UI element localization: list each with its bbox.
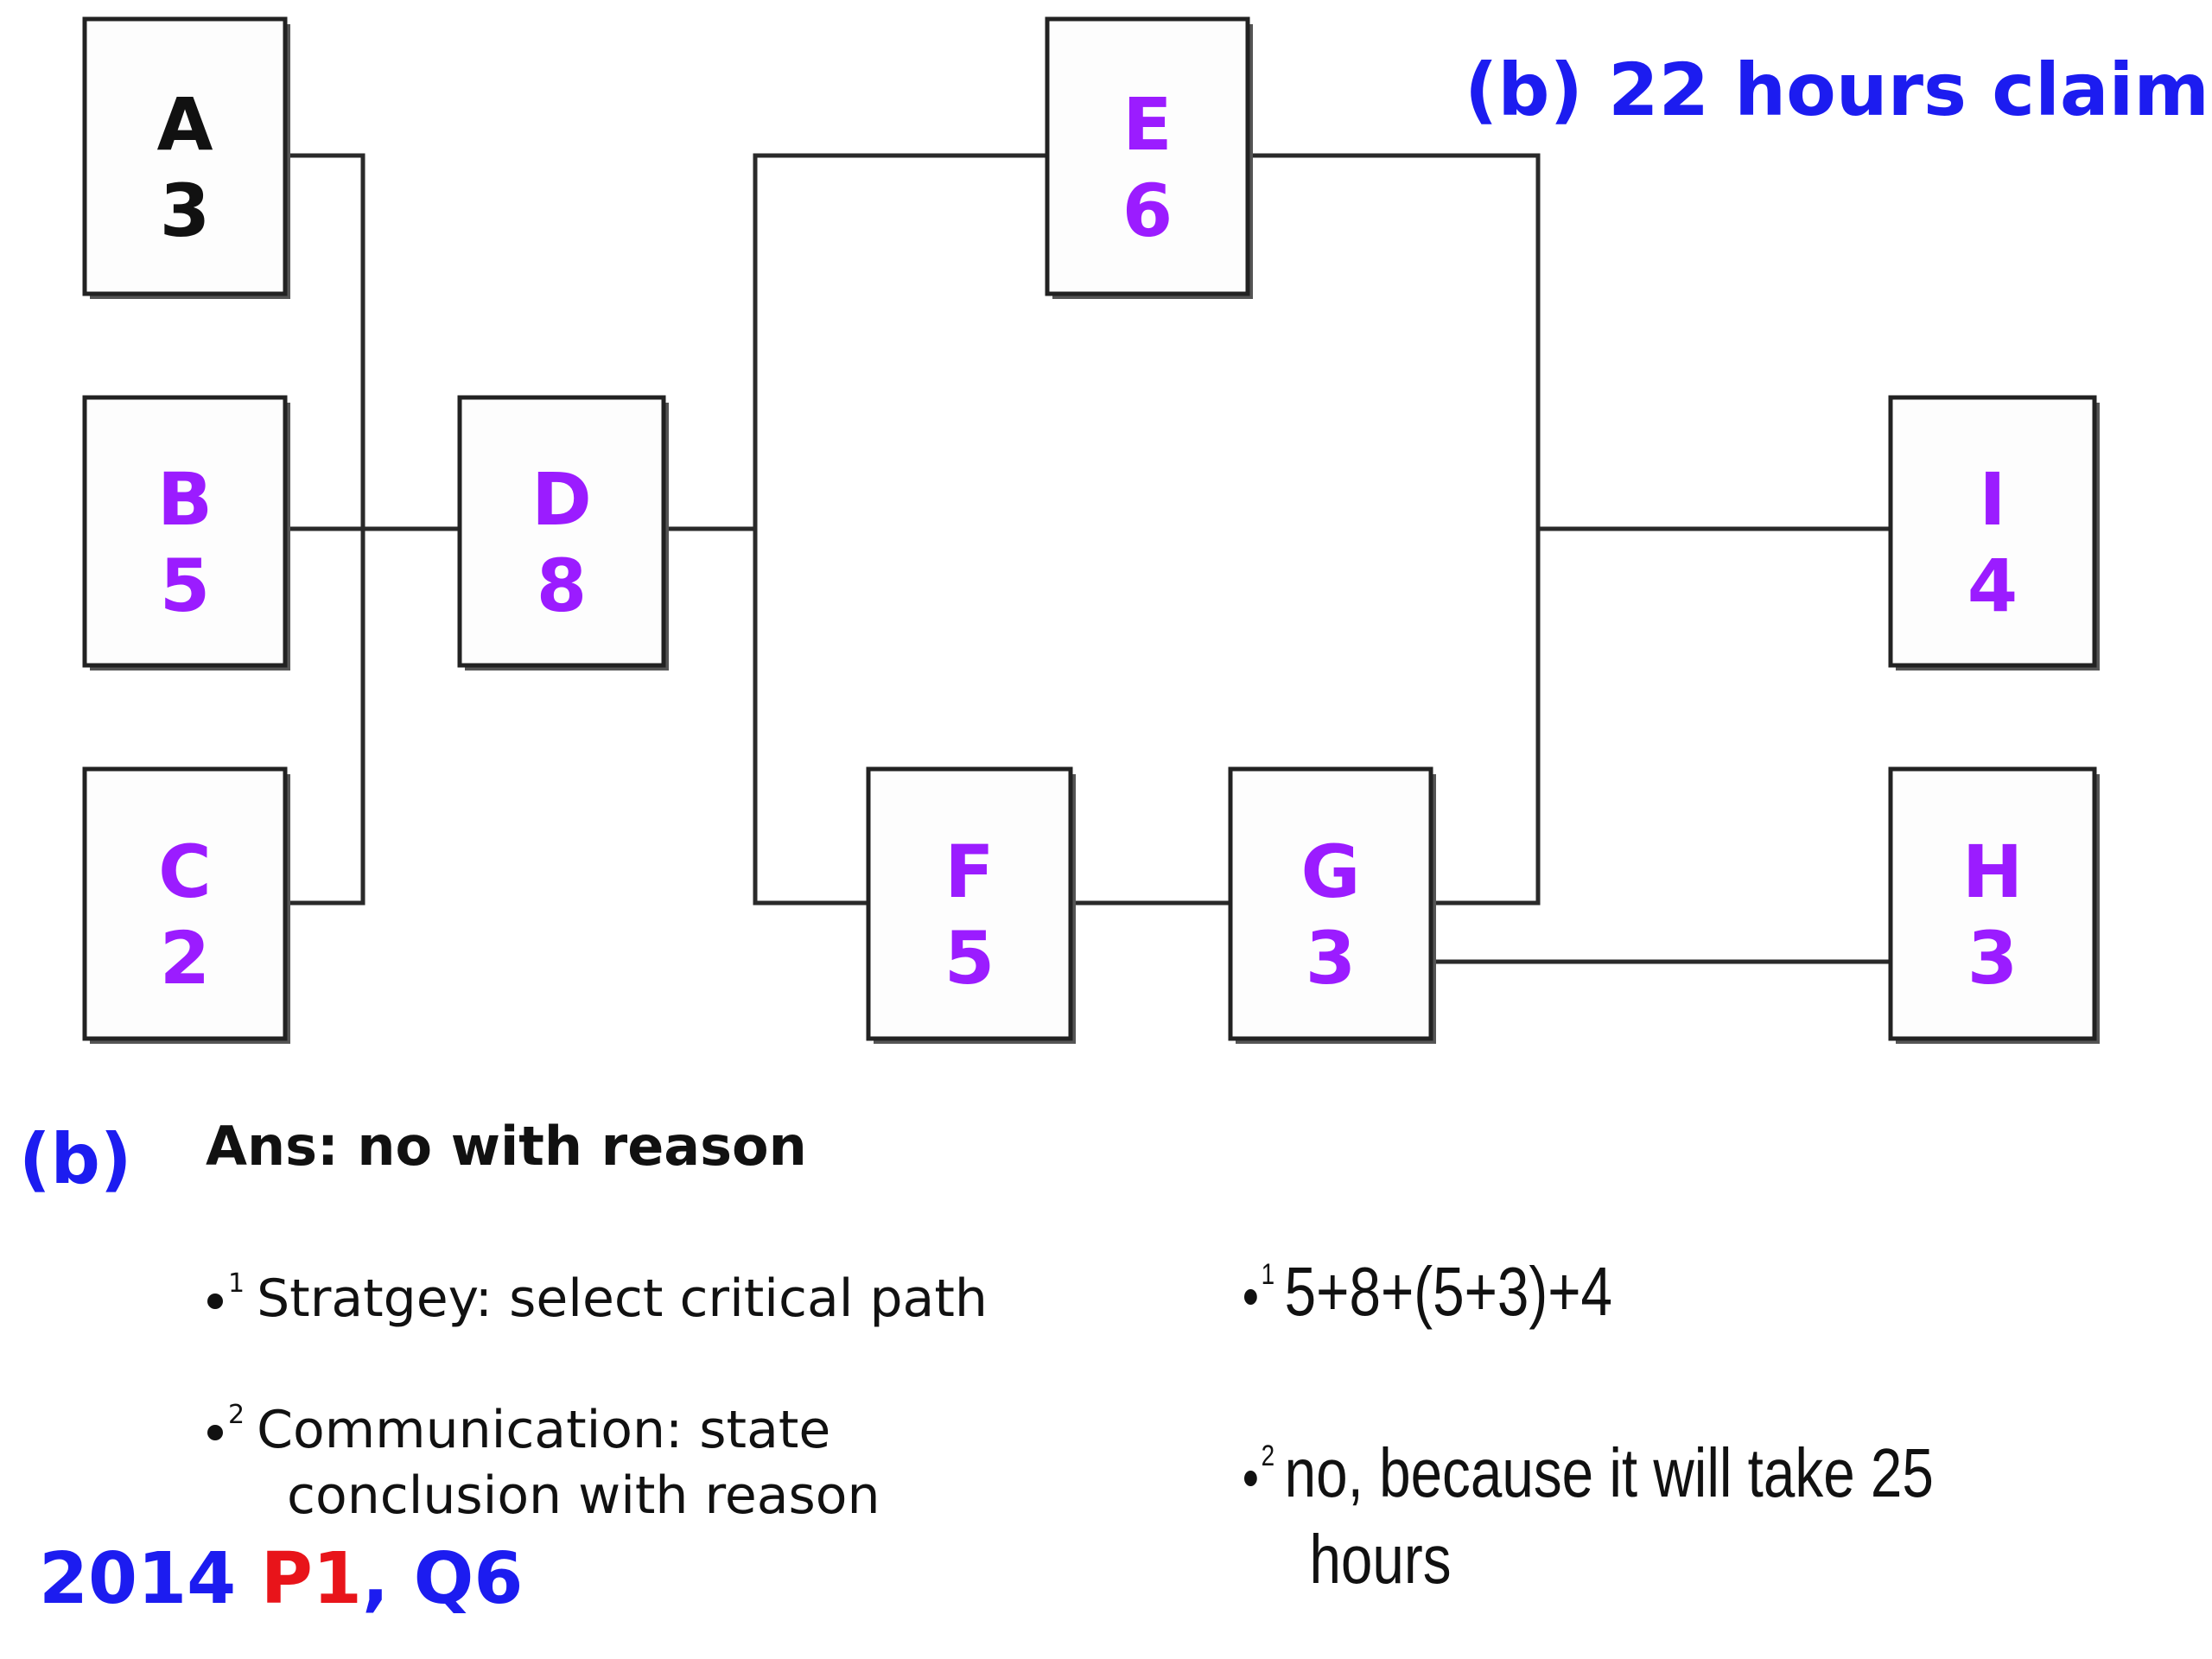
activity-node-f: F5 bbox=[866, 766, 1076, 1044]
connectors bbox=[283, 153, 1893, 964]
marking-number: 2 bbox=[1261, 1440, 1275, 1472]
node-duration: 5 bbox=[944, 916, 995, 1001]
activity-node-a: A3 bbox=[82, 16, 290, 299]
node-label: H bbox=[1962, 830, 2023, 914]
criterion-text: Communication: state bbox=[257, 1400, 831, 1460]
source-reference: 2014 P1, Q6 bbox=[39, 1538, 523, 1620]
node-label: I bbox=[1979, 457, 2005, 542]
criterion-number: 1 bbox=[228, 1268, 245, 1299]
node-label: F bbox=[944, 830, 994, 914]
criterion-number: 2 bbox=[228, 1400, 245, 1430]
marking-number: 1 bbox=[1261, 1258, 1275, 1291]
connector-line-4 bbox=[753, 153, 871, 906]
node-box bbox=[1228, 766, 1433, 1041]
activity-node-c: C2 bbox=[82, 766, 290, 1044]
activity-node-h: H3 bbox=[1888, 766, 2100, 1044]
node-box bbox=[866, 766, 1073, 1041]
node-duration: 8 bbox=[537, 543, 587, 628]
node-label: A bbox=[156, 82, 213, 167]
node-box bbox=[1888, 395, 2097, 668]
source-year: 2014 bbox=[39, 1538, 237, 1620]
marking-1: 1 5+8+(5+3)+4 bbox=[1244, 1231, 1612, 1335]
answer-heading: Ans: no with reason bbox=[206, 1115, 807, 1178]
node-duration: 6 bbox=[1122, 168, 1173, 253]
activity-node-e: E6 bbox=[1045, 16, 1253, 299]
node-box bbox=[457, 395, 666, 668]
bullet-icon bbox=[1244, 1288, 1257, 1305]
node-label: C bbox=[158, 830, 212, 914]
node-duration: 5 bbox=[160, 543, 210, 628]
node-label: G bbox=[1301, 830, 1361, 914]
activity-node-i: I4 bbox=[1888, 395, 2100, 671]
node-duration: 3 bbox=[1306, 916, 1356, 1001]
marking-text: no, because it will take 25 bbox=[1284, 1434, 1934, 1511]
source-paper: P1 bbox=[260, 1538, 362, 1620]
marking-text: 5+8+(5+3)+4 bbox=[1284, 1253, 1613, 1330]
source-separator: , bbox=[361, 1538, 390, 1620]
bullet-icon bbox=[1244, 1470, 1257, 1486]
criterion-text-continued: conclusion with reason bbox=[287, 1465, 880, 1526]
part-label: (b) bbox=[19, 1119, 132, 1199]
node-duration: 2 bbox=[160, 916, 210, 1001]
criterion-text: Stratgey: select critical path bbox=[257, 1268, 988, 1329]
activity-node-d: D8 bbox=[457, 395, 669, 671]
marking-2: 2 no, because it will take 25 hours bbox=[1244, 1413, 1934, 1603]
bullet-icon bbox=[207, 1425, 223, 1441]
criterion-1: 1 Stratgey: select critical path bbox=[207, 1251, 988, 1332]
source-question: Q6 bbox=[413, 1538, 524, 1620]
question-header: (b) 22 hours claim? bbox=[1465, 48, 2212, 132]
bullet-icon bbox=[207, 1294, 223, 1310]
node-box bbox=[1045, 16, 1250, 296]
node-label: D bbox=[531, 457, 592, 542]
node-label: E bbox=[1122, 82, 1172, 167]
node-duration: 4 bbox=[1967, 543, 2018, 628]
criterion-2: 2 Communication: state conclusion with re… bbox=[207, 1382, 880, 1529]
node-duration: 3 bbox=[160, 168, 210, 253]
activity-node-g: G3 bbox=[1228, 766, 1436, 1044]
node-label: B bbox=[157, 457, 213, 542]
node-box bbox=[82, 16, 288, 296]
activity-node-b: B5 bbox=[82, 395, 290, 671]
node-duration: 3 bbox=[1967, 916, 2018, 1001]
node-box bbox=[1888, 766, 2097, 1041]
node-box bbox=[82, 395, 288, 668]
marking-text-continued: hours bbox=[1309, 1521, 1452, 1598]
node-box bbox=[82, 766, 288, 1041]
